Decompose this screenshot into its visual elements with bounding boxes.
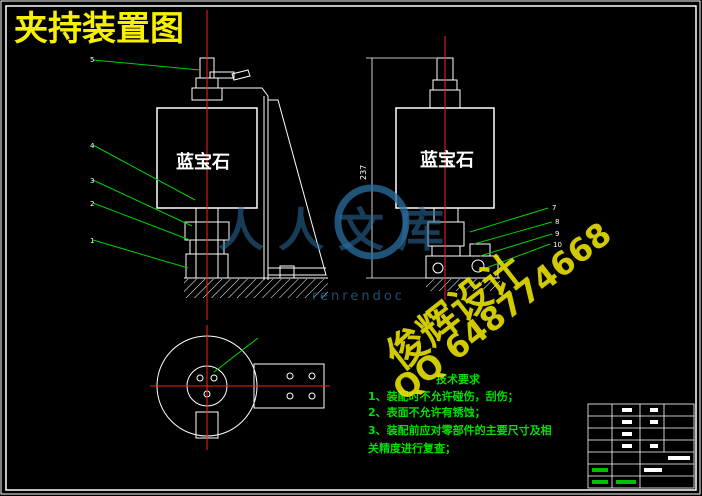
- drawing-title: 夹持装置图: [14, 9, 184, 49]
- inner-border: [5, 5, 697, 491]
- height-dimension: [366, 57, 436, 279]
- front-sapphire-label: 蓝宝石: [176, 151, 230, 173]
- balloon-4: 4: [90, 142, 95, 150]
- balloon-8: 8: [555, 218, 559, 226]
- title-block-marks: [622, 408, 690, 472]
- balloon-10: 10: [553, 241, 562, 249]
- note-2: 2、表面不允许有锈蚀；: [368, 405, 486, 419]
- right-leaders: [469, 207, 553, 269]
- balloon-3: 3: [90, 177, 94, 185]
- stamp-text: 人人文库: [218, 203, 458, 257]
- balloon-2: 2: [90, 200, 94, 208]
- plan-leader: [213, 337, 259, 373]
- left-leaders: [92, 59, 201, 269]
- title-block: [587, 403, 695, 489]
- notes-heading: 技术要求: [436, 372, 481, 386]
- balloon-5: 5: [90, 56, 94, 64]
- note-3: 3、装配前应对零部件的主要尺寸及相: [368, 423, 552, 437]
- url-watermark: renrendoc: [312, 289, 405, 304]
- note-1: 1、装配时不允许碰伤，刮伤；: [368, 389, 519, 403]
- stamp-watermark: [334, 184, 410, 260]
- balloon-1: 1: [90, 237, 94, 245]
- balloon-7: 7: [552, 204, 556, 212]
- side-sapphire-label: 蓝宝石: [420, 149, 474, 171]
- title-block-green: [592, 468, 636, 484]
- front-ground-hatch: [184, 279, 328, 298]
- dimension-text: 237: [359, 165, 368, 180]
- note-4: 关精度进行复查；: [368, 441, 456, 455]
- balloon-9: 9: [555, 230, 559, 238]
